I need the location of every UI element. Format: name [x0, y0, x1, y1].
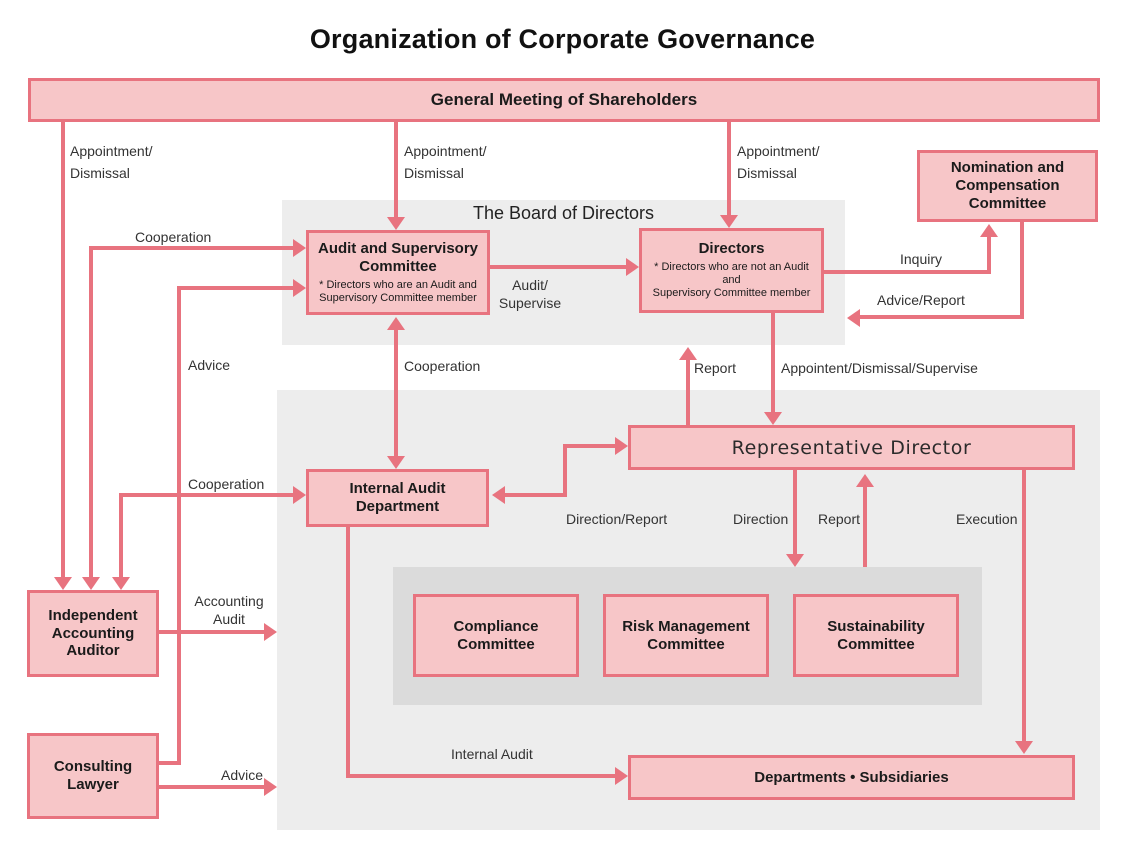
arrowhead-down-auditor-2	[82, 577, 100, 590]
line-inquiry-h	[824, 270, 991, 274]
line-iad-repdir-upper-h	[565, 444, 616, 448]
line-advice-report-h	[859, 315, 1024, 319]
line-advice-report-v	[1020, 222, 1024, 319]
line-shareholders-auditor	[61, 122, 65, 578]
arrowhead-down-auditor-1	[54, 577, 72, 590]
line-shareholders-directors	[727, 122, 731, 216]
arrowhead-down-repdir	[764, 412, 782, 425]
internal-audit-box: Internal Audit Department	[306, 469, 489, 527]
board-of-directors-label: The Board of Directors	[472, 203, 655, 223]
arrowhead-down-auditor-3	[112, 577, 130, 590]
line-shareholders-audit-committee	[394, 122, 398, 217]
directors-box: Directors * Directors who are not an Aud…	[639, 228, 824, 313]
label-audit-supervise: Audit/ Supervise	[498, 277, 562, 311]
sustainability-committee-box: Sustainability Committee	[793, 594, 959, 677]
shareholders-title: General Meeting of Shareholders	[430, 89, 698, 109]
label-report-committees: Report	[818, 511, 861, 527]
label-direction: Direction	[733, 511, 789, 527]
line-cooperation-auditor-committee-h	[89, 246, 294, 250]
line-internal-audit-h	[346, 774, 616, 778]
risk-management-committee-box: Risk Management Committee	[603, 594, 769, 677]
line-appoint-directors-repdir	[771, 313, 775, 413]
compliance-committee-box: Compliance Committee	[413, 594, 579, 677]
line-repdir-iad-lower-h	[504, 493, 567, 497]
risk-management-committee-title: Risk Management Committee	[622, 617, 750, 653]
arrowhead-right-internal-audit	[615, 767, 628, 785]
label-appointment-dismissal-center: Appointment/ Dismissal	[404, 143, 487, 181]
internal-audit-title: Internal Audit Department	[349, 480, 446, 515]
line-advice-bottom	[159, 785, 265, 789]
line-advice-lawyer-committee-v	[177, 286, 181, 765]
label-report-board: Report	[694, 360, 737, 376]
arrowhead-right-advice-bottom	[264, 778, 277, 796]
arrowhead-up-inquiry	[980, 224, 998, 237]
audit-committee-title: Audit and Supervisory Committee	[317, 240, 479, 275]
departments-subsidiaries-box: Departments • Subsidiaries	[628, 755, 1075, 800]
consulting-lawyer-title: Consulting Lawyer	[53, 758, 133, 793]
label-appointment-dismissal-left: Appointment/ Dismissal	[70, 143, 153, 181]
label-appoint-dismissal-supervise: Appointent/Dismissal/Supervise	[781, 360, 978, 376]
line-audit-supervise	[490, 265, 627, 269]
departments-subsidiaries-title: Departments • Subsidiaries	[754, 768, 949, 786]
label-internal-audit: Internal Audit	[451, 746, 533, 762]
label-cooperation-left: Cooperation	[188, 476, 265, 492]
representative-director-box: Representative Director	[628, 425, 1075, 470]
arrowhead-right-cooperation-left	[293, 486, 306, 504]
nomination-committee-title: Nomination and Compensation Committee	[950, 159, 1065, 212]
accounting-auditor-title: Independent Accounting Auditor	[48, 606, 138, 660]
line-cooperation-committee-iad	[394, 329, 398, 457]
line-cooperation-auditor-committee-v	[89, 246, 93, 578]
line-cooperation-auditor-iad-h	[119, 493, 294, 497]
line-cooperation-auditor-iad-v	[119, 493, 123, 578]
arrowhead-up-report-committees	[856, 474, 874, 487]
audit-committee-note: * Directors who are an Audit and Supervi…	[319, 278, 477, 304]
audit-committee-box: Audit and Supervisory Committee * Direct…	[306, 230, 490, 315]
arrowhead-right-audit-supervise	[626, 258, 639, 276]
consulting-lawyer-box: Consulting Lawyer	[27, 733, 159, 819]
label-cooperation-top: Cooperation	[135, 229, 212, 245]
arrowhead-up-audit-committee	[387, 317, 405, 330]
compliance-committee-title: Compliance Committee	[453, 617, 539, 653]
arrowhead-down-execution	[1015, 741, 1033, 754]
directors-note: * Directors who are not an Audit and Sup…	[652, 261, 811, 300]
arrowhead-up-report-board	[679, 347, 697, 360]
nomination-committee-box: Nomination and Compensation Committee	[917, 150, 1098, 222]
arrowhead-down-iad	[387, 456, 405, 469]
line-inquiry-v	[987, 236, 991, 274]
line-internal-audit-v	[346, 527, 350, 778]
line-advice-lawyer-committee-h	[177, 286, 294, 290]
arrowhead-down-directors	[720, 215, 738, 228]
shareholders-box: General Meeting of Shareholders	[28, 78, 1100, 122]
line-report-committees-v	[863, 486, 867, 567]
accounting-auditor-box: Independent Accounting Auditor	[27, 590, 159, 677]
line-report-repdir-board	[686, 359, 690, 425]
label-appointment-dismissal-right: Appointment/ Dismissal	[737, 143, 820, 181]
arrowhead-right-accounting-audit	[264, 623, 277, 641]
representative-director-title: Representative Director	[731, 436, 972, 459]
label-direction-report: Direction/Report	[566, 511, 668, 527]
directors-title: Directors	[698, 240, 765, 258]
label-execution: Execution	[956, 511, 1018, 527]
label-accounting-audit: Accounting Audit	[194, 593, 264, 627]
label-cooperation-center: Cooperation	[404, 358, 481, 374]
arrowhead-right-cooperation-top	[293, 239, 306, 257]
arrowhead-left-repdir-iad	[492, 486, 505, 504]
label-advice-left: Advice	[188, 357, 231, 373]
label-inquiry: Inquiry	[900, 251, 943, 267]
line-direction-v	[793, 470, 797, 555]
label-advice-report: Advice/Report	[877, 292, 965, 308]
line-execution-v	[1022, 470, 1026, 742]
line-lawyer-stub	[159, 761, 181, 765]
line-iad-repdir-riser	[563, 444, 567, 497]
arrowhead-right-advice-left	[293, 279, 306, 297]
line-accounting-audit	[159, 630, 265, 634]
arrowhead-right-iad-repdir	[615, 437, 628, 455]
arrowhead-down-audit-committee	[387, 217, 405, 230]
sustainability-committee-title: Sustainability Committee	[827, 617, 925, 653]
label-advice-bottom: Advice	[221, 767, 264, 783]
arrowhead-down-direction	[786, 554, 804, 567]
page-title: Organization of Corporate Governance	[309, 24, 816, 54]
arrowhead-left-advice-report	[847, 309, 860, 327]
